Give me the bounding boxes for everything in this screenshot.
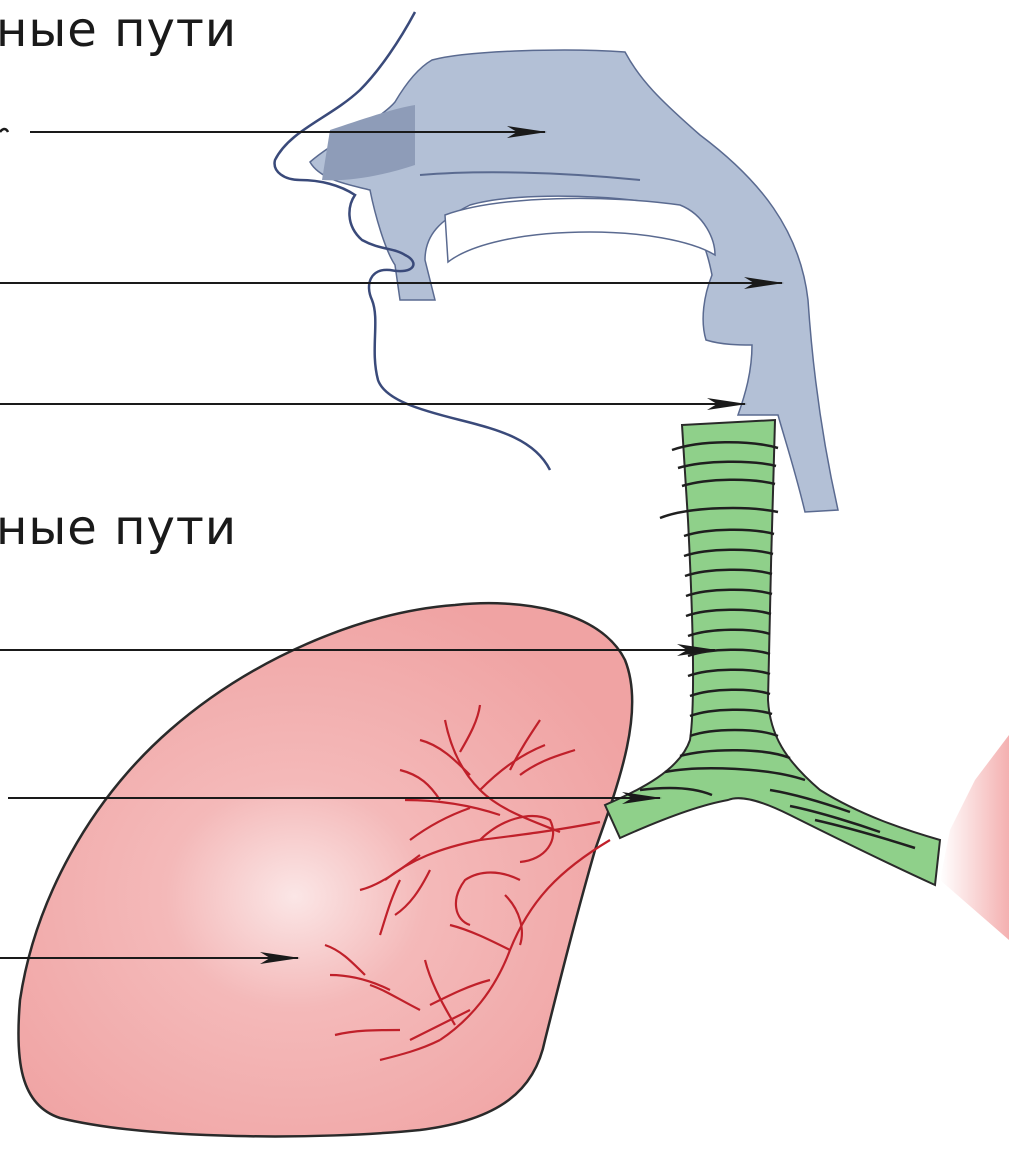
nasal-septum-shade	[322, 105, 415, 180]
label-remnant	[0, 129, 8, 132]
left-lung	[18, 603, 632, 1136]
lower-airways-heading: ные пути	[0, 500, 237, 556]
oral-cavity	[445, 198, 715, 262]
trachea	[605, 420, 940, 885]
upper-airways-heading: ные пути	[0, 2, 237, 58]
right-lung-fragment	[940, 735, 1009, 940]
